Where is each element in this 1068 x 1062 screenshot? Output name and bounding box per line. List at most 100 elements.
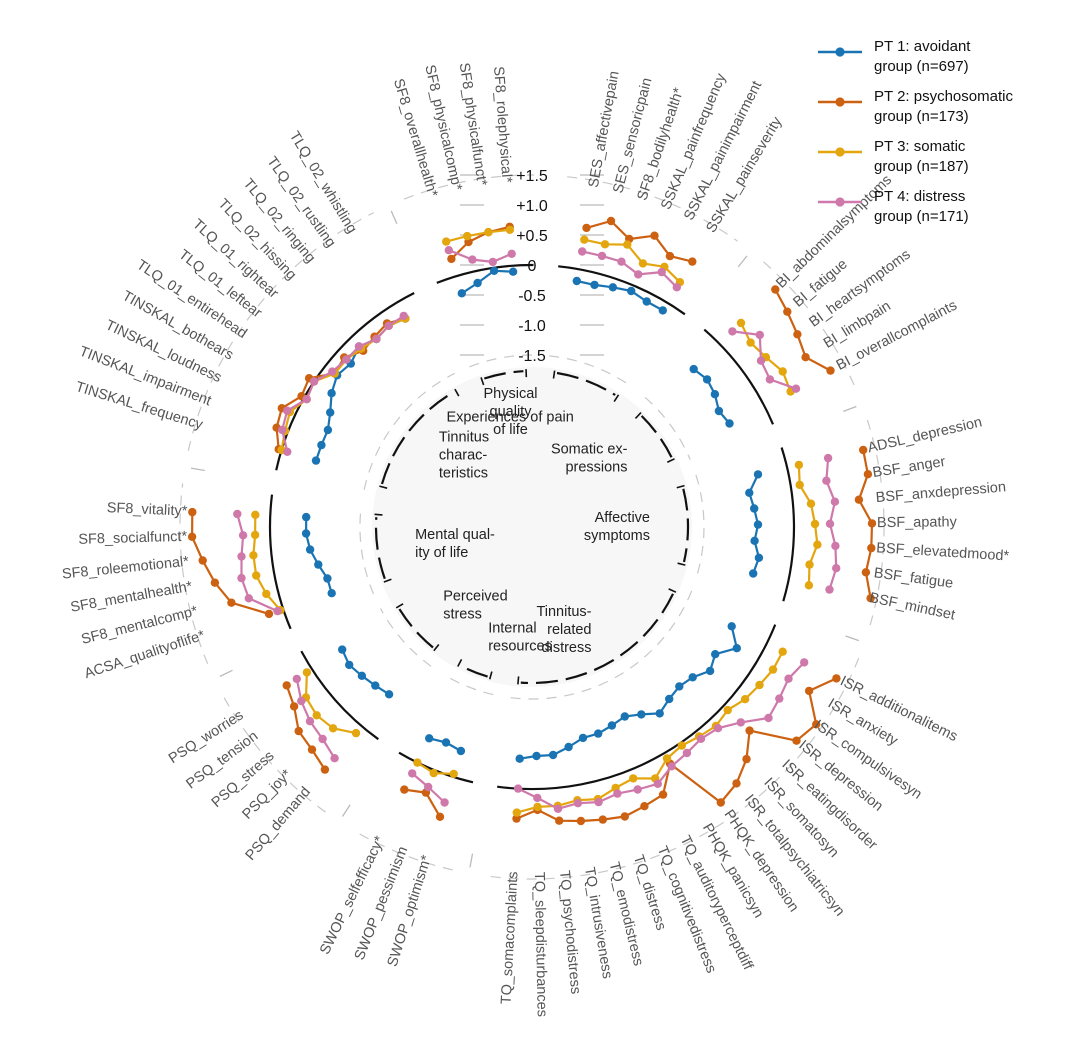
group-boundary-arc [398, 608, 434, 649]
legend-marker [835, 47, 845, 57]
series-point-4 [800, 658, 809, 667]
series-point-1 [710, 390, 720, 399]
axis-tick-label: +1.0 [516, 198, 548, 215]
group-label: Mental qual-ity of life [415, 527, 495, 561]
series-point-4 [755, 330, 764, 340]
series-point-1 [750, 536, 759, 545]
reference-ring-dashed [187, 212, 375, 451]
series-point-4 [594, 797, 603, 807]
series-point-2 [227, 598, 236, 607]
series-point-4 [233, 509, 242, 519]
series-point-4 [728, 327, 737, 336]
variable-label: BSF_apathy [877, 514, 958, 531]
series-point-4 [507, 249, 516, 258]
zero-reference-ring [275, 292, 415, 471]
series-point-3 [249, 551, 258, 560]
group-boundary-arc [483, 370, 524, 380]
reference-ring-dashed [485, 657, 860, 880]
series-point-2 [771, 285, 780, 294]
series-point-4 [237, 552, 246, 561]
series-line-3 [304, 672, 357, 735]
group-boundary-tick [374, 513, 383, 516]
series-point-1 [384, 690, 394, 699]
variable-label: SF8_roleemotional* [61, 554, 190, 583]
series-point-4 [424, 782, 433, 792]
group-label-line: Mental qual- [415, 527, 495, 543]
legend-label: PT 2: psychosomatic [874, 88, 1013, 105]
series-point-1 [425, 734, 434, 743]
series-point-3 [505, 225, 515, 234]
variable-label: BSF_anxdepression [875, 479, 1006, 506]
group-boundary-tick [668, 588, 677, 593]
series-point-4 [832, 564, 841, 573]
variable-label: SF8_vitality* [106, 500, 188, 520]
series-line-4 [281, 314, 405, 453]
series-point-1 [314, 560, 323, 569]
series-point-2 [793, 330, 802, 339]
radial-guide-line [190, 467, 205, 472]
series-point-2 [866, 594, 875, 603]
series-point-1 [301, 529, 311, 538]
series-point-4 [533, 793, 542, 803]
series-point-1 [338, 645, 347, 654]
series-point-1 [637, 710, 646, 719]
zero-reference-ring [398, 751, 474, 784]
axis-tick-label: +1.5 [516, 168, 548, 185]
group-boundary-tick [433, 644, 440, 652]
series-point-1 [642, 297, 651, 306]
group-boundary-arc [520, 593, 674, 685]
series-point-2 [832, 674, 841, 683]
series-point-1 [627, 286, 636, 296]
series-point-1 [489, 266, 499, 275]
series-point-1 [749, 569, 758, 578]
series-point-2 [812, 720, 821, 729]
series-point-4 [342, 355, 351, 364]
series-point-2 [187, 532, 197, 541]
variable-label: TQ_psychodistress [556, 870, 583, 995]
series-point-2 [294, 726, 303, 736]
variable-label: BSF_mindset [868, 590, 956, 624]
series-point-2 [658, 790, 668, 799]
series-point-1 [578, 733, 588, 743]
radial-guide-line [341, 804, 351, 817]
variable-label: BSF_elevatedmood* [876, 540, 1010, 564]
series-point-4 [297, 696, 306, 706]
series-point-3 [794, 460, 804, 470]
series-line-4 [448, 249, 513, 263]
radial-guide-line [843, 405, 857, 413]
background-layer [179, 174, 885, 880]
series-point-3 [638, 259, 648, 268]
group-label-line: quality [490, 404, 533, 420]
series-line-2 [450, 225, 510, 260]
group-boundary-arc [380, 391, 455, 485]
group-boundary-arc [556, 371, 616, 396]
series-point-1 [311, 456, 321, 465]
series-point-1 [745, 488, 754, 497]
series-point-4 [328, 367, 337, 376]
series-point-3 [449, 769, 458, 779]
variable-label: TQ_intrusiveness [581, 866, 615, 980]
series-point-3 [251, 510, 260, 519]
series-point-3 [740, 695, 750, 704]
series-point-1 [620, 712, 629, 721]
series-point-4 [384, 321, 393, 330]
series-point-3 [806, 499, 816, 508]
series-point-2 [188, 507, 197, 517]
group-label: Somatic ex-pressions [551, 442, 628, 476]
series-line-1 [461, 269, 514, 295]
series-point-3 [804, 581, 814, 590]
series-point-4 [354, 342, 364, 351]
series-point-1 [371, 681, 380, 690]
series-point-2 [620, 812, 629, 821]
series-point-4 [302, 395, 311, 404]
series-point-4 [634, 270, 643, 279]
reference-ring-dashed [695, 474, 705, 576]
series-point-4 [682, 748, 692, 758]
group-label-line: charac- [439, 448, 488, 464]
series-point-4 [578, 247, 587, 256]
group-boundary-arc [640, 415, 673, 458]
series-point-1 [753, 470, 763, 479]
